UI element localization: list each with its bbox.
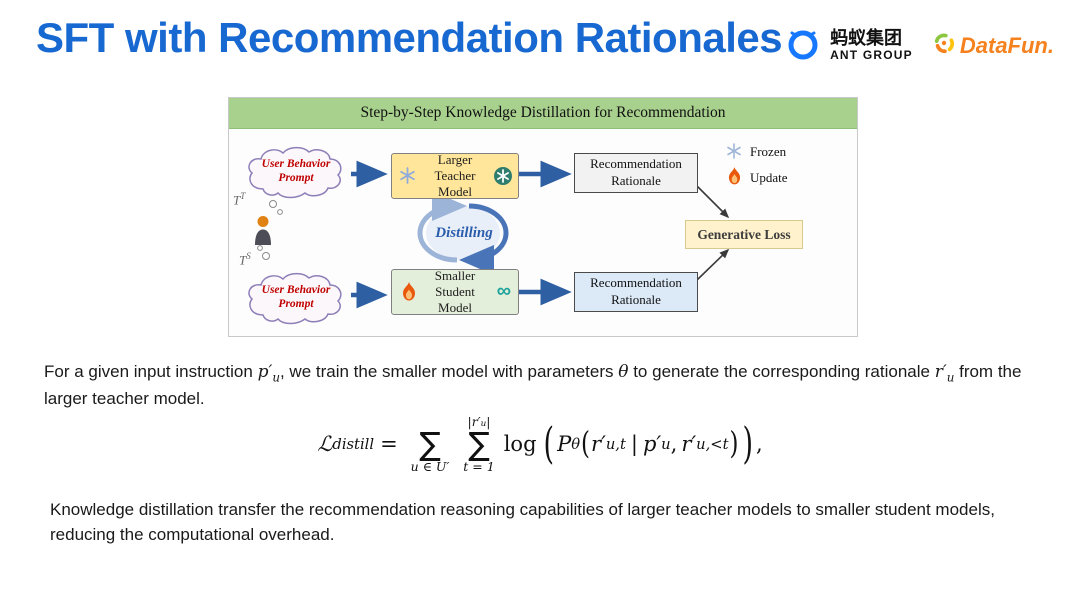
math-p-prime: p′ (257, 362, 273, 382)
teacher-template-label: TT (233, 191, 246, 208)
teacher-model-box: Larger Teacher Model (391, 151, 519, 200)
user-behavior-prompt-cloud-bottom: User Behavior Prompt (243, 271, 349, 325)
student-template-label: TS (239, 251, 251, 268)
arrow-rationale-top-to-loss (696, 185, 730, 219)
logo-bar: 蚂蚁集团 ANT GROUP DataFun. (784, 24, 1054, 67)
math-script-L: ℒ (317, 432, 333, 457)
paragraph-distill-setup: For a given input instruction p′u, we tr… (44, 362, 1022, 408)
legend-update-icon (728, 167, 741, 190)
ant-group-name-en: ANT GROUP (830, 47, 913, 62)
thought-dot (269, 200, 277, 208)
sum-over-users: ∑ u ∈ U′ (410, 425, 450, 475)
sum-over-tokens: |r′u| ∑ t = 1 (463, 413, 495, 475)
distilling-arc-right (459, 203, 509, 275)
cloud-shape (248, 272, 342, 325)
user-icon (253, 215, 273, 250)
teacher-model-label: Larger Teacher Model (434, 151, 476, 200)
student-model-box: Smaller Student Model ∞ (391, 267, 519, 316)
page-title: SFT with Recommendation Rationales (36, 14, 783, 61)
infinity-icon: ∞ (496, 280, 511, 302)
ant-group-logo-icon (784, 24, 822, 67)
datafun-logo-icon (933, 32, 955, 59)
distilling-label: Distilling (435, 225, 493, 241)
paragraph-distill-benefit: Knowledge distillation transfer the reco… (50, 500, 995, 544)
cloud-shape (248, 146, 342, 199)
legend-frozen-icon (726, 143, 742, 164)
diagram-body: User Behavior Prompt TT TS (229, 129, 855, 335)
ant-group-logo: 蚂蚁集团 ANT GROUP (784, 24, 913, 67)
diagram-header: Step-by-Step Knowledge Distillation for … (229, 98, 857, 129)
rationale-box-bottom: Recommendation Rationale (574, 272, 698, 312)
diagram-arrows (257, 160, 730, 309)
math-r-prime: r′ (934, 362, 947, 382)
snowflake-icon (399, 167, 416, 189)
user-behavior-prompt-cloud-top: User Behavior Prompt (243, 145, 349, 199)
rationale-box-top: Recommendation Rationale (574, 153, 698, 193)
cloud-label: User Behavior Prompt (261, 284, 331, 310)
ant-group-name-cn: 蚂蚁集团 (830, 28, 903, 49)
thought-dot (277, 209, 283, 215)
distilling-arc-left (417, 191, 467, 263)
flame-icon (402, 282, 416, 306)
legend-frozen-label: Frozen (750, 144, 787, 159)
distillation-diagram: Step-by-Step Knowledge Distillation for … (228, 97, 858, 337)
cloud-label: User Behavior Prompt (261, 158, 331, 184)
datafun-logo: DataFun. (933, 32, 1054, 59)
arrow-rationale-bottom-to-loss (696, 248, 730, 281)
datafun-wordmark: DataFun. (959, 32, 1054, 58)
legend-update-label: Update (750, 170, 788, 185)
thought-dot (262, 252, 270, 260)
generative-loss-box: Generative Loss (685, 220, 803, 249)
student-model-label: Smaller Student Model (434, 267, 476, 316)
math-theta: θ (618, 362, 629, 382)
openai-logo (493, 166, 513, 191)
thought-dot (257, 245, 263, 251)
